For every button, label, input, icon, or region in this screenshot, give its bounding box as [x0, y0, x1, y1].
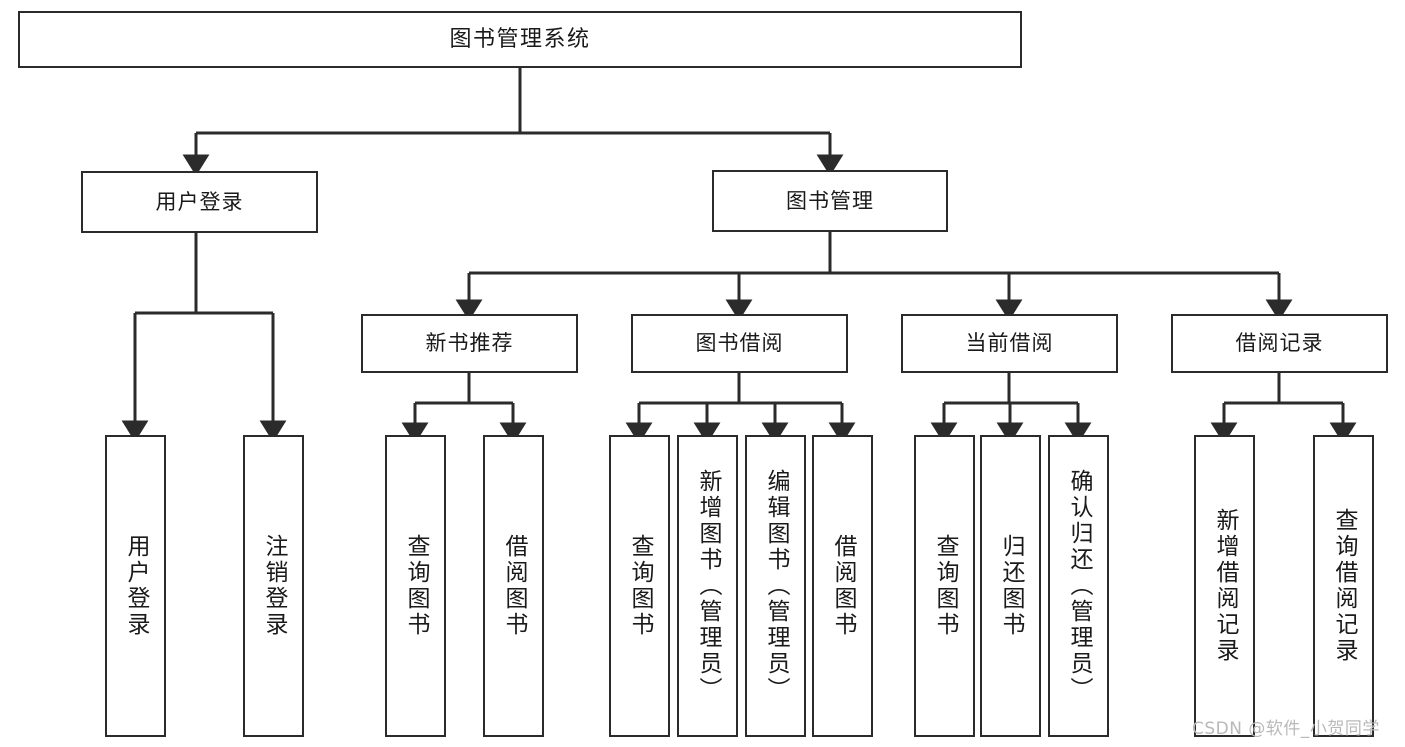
node-current-borrow[interactable]: 当前借阅	[901, 314, 1118, 373]
leaf-query-book-2[interactable]: 查询图书	[609, 435, 670, 737]
leaf-logout-login[interactable]: 注销登录	[243, 435, 304, 737]
node-root-book-management-system[interactable]: 图书管理系统	[18, 11, 1022, 68]
leaf-query-book-3-label: 查询图书	[932, 534, 958, 638]
leaf-add-book-admin[interactable]: 新增图书（管理员）	[677, 435, 738, 737]
node-borrow-record[interactable]: 借阅记录	[1171, 314, 1388, 373]
leaf-borrow-book-2-label: 借阅图书	[830, 534, 856, 638]
node-user-login[interactable]: 用户登录	[81, 171, 318, 233]
leaf-borrow-book-2[interactable]: 借阅图书	[812, 435, 873, 737]
leaf-add-book-admin-label: 新增图书（管理员）	[695, 469, 721, 703]
node-book-management[interactable]: 图书管理	[712, 170, 948, 232]
node-new-book-recommend[interactable]: 新书推荐	[361, 314, 578, 373]
leaf-query-book-3[interactable]: 查询图书	[914, 435, 975, 737]
leaf-query-book-1[interactable]: 查询图书	[385, 435, 446, 737]
leaf-logout-login-label: 注销登录	[261, 534, 287, 638]
leaf-confirm-return-admin[interactable]: 确认归还（管理员）	[1048, 435, 1109, 737]
leaf-edit-book-admin-label: 编辑图书（管理员）	[763, 469, 789, 703]
leaf-borrow-book-1-label: 借阅图书	[501, 534, 527, 638]
node-user-login-label: 用户登录	[155, 189, 244, 214]
leaf-confirm-return-admin-label: 确认归还（管理员）	[1066, 469, 1092, 703]
leaf-query-book-2-label: 查询图书	[627, 534, 653, 638]
leaf-return-book[interactable]: 归还图书	[980, 435, 1041, 737]
leaf-edit-book-admin[interactable]: 编辑图书（管理员）	[745, 435, 806, 737]
leaf-user-login[interactable]: 用户登录	[105, 435, 166, 737]
leaf-return-book-label: 归还图书	[998, 534, 1024, 638]
leaf-query-book-1-label: 查询图书	[403, 534, 429, 638]
leaf-query-borrow-record-label: 查询借阅记录	[1331, 508, 1357, 664]
leaf-add-borrow-record[interactable]: 新增借阅记录	[1194, 435, 1255, 737]
node-current-borrow-label: 当前借阅	[965, 331, 1054, 356]
leaf-query-borrow-record[interactable]: 查询借阅记录	[1313, 435, 1374, 737]
node-new-book-recommend-label: 新书推荐	[425, 331, 514, 356]
leaf-user-login-label: 用户登录	[123, 534, 149, 638]
node-root-label: 图书管理系统	[449, 26, 591, 52]
node-borrow-record-label: 借阅记录	[1235, 331, 1324, 356]
node-book-borrow[interactable]: 图书借阅	[631, 314, 848, 373]
leaf-add-borrow-record-label: 新增借阅记录	[1212, 508, 1238, 664]
csdn-watermark: CSDN @软件_小贺同学	[1192, 719, 1380, 739]
node-book-borrow-label: 图书借阅	[695, 331, 784, 356]
node-book-management-label: 图书管理	[786, 188, 874, 213]
leaf-borrow-book-1[interactable]: 借阅图书	[483, 435, 544, 737]
